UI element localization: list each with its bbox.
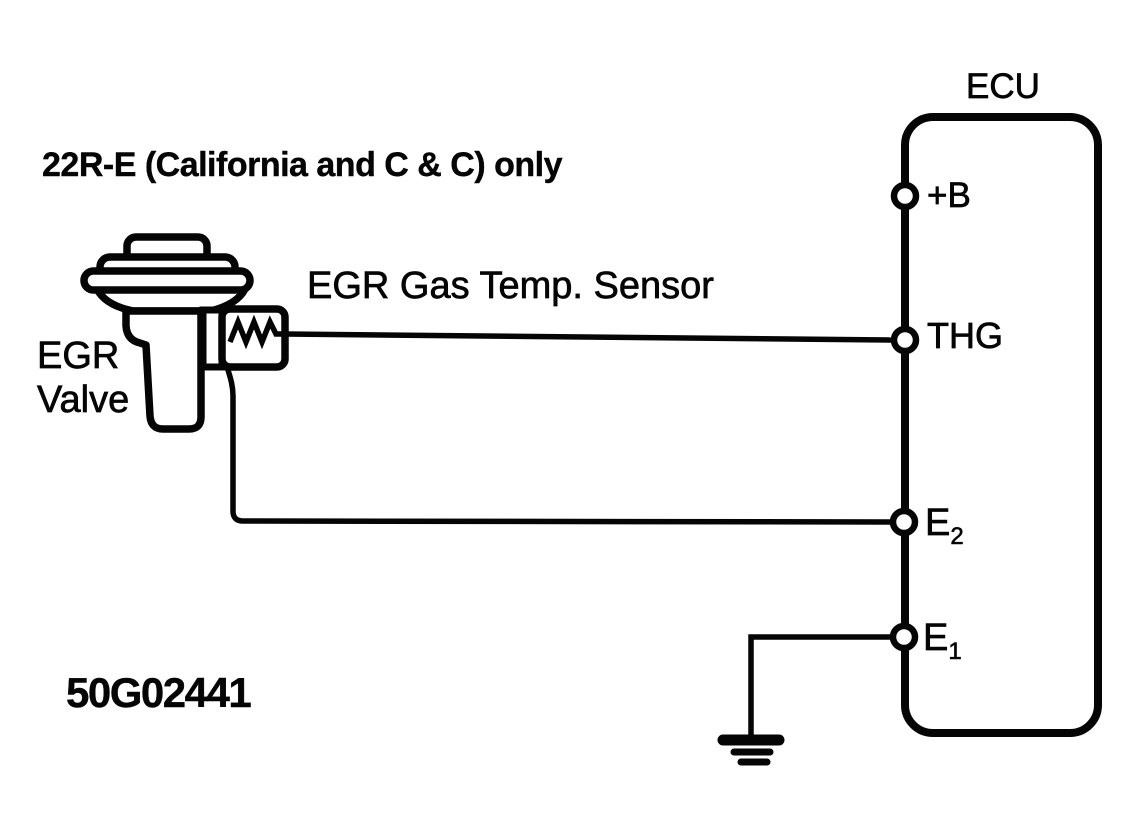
valve-body — [122, 307, 205, 433]
figure-id: 50G02441 — [66, 669, 252, 716]
terminal-label-e2: E2 — [925, 502, 964, 549]
terminal-e1 — [889, 622, 919, 652]
ecu-box — [901, 113, 1102, 737]
variant-note: 22R-E (California and C & C) only — [42, 146, 563, 184]
wire-sensor-to-thg — [283, 331, 895, 343]
egr-valve-label-line1: EGR — [37, 335, 120, 378]
terminal-label-e1-base: E — [923, 617, 949, 659]
wire-sensor-to-e2 — [224, 366, 894, 525]
ecu-title: ECU — [966, 67, 1041, 106]
terminal-label-plus-b: +B — [927, 176, 971, 215]
ground-icon — [717, 734, 785, 766]
terminal-label-thg: THG — [927, 315, 1004, 356]
terminal-plus-b — [890, 181, 920, 211]
terminal-label-e2-subscript: 2 — [950, 523, 964, 550]
egr-valve-label: EGR Valve — [37, 334, 130, 422]
terminal-label-e2-base: E — [925, 502, 951, 544]
ecu-terminals — [889, 181, 920, 652]
sensor-label: EGR Gas Temp. Sensor — [307, 265, 715, 307]
egr-gas-temp-sensor-graphic — [199, 305, 289, 371]
terminal-label-e1: E1 — [923, 617, 962, 664]
egr-valve-graphic — [80, 233, 254, 433]
wire-e1-to-ground — [748, 634, 893, 737]
terminal-e2 — [889, 507, 919, 537]
egr-valve-label-line2: Valve — [37, 379, 130, 422]
terminal-label-e1-subscript: 1 — [948, 638, 962, 665]
resistor-zigzag-icon — [227, 314, 285, 350]
terminal-thg — [890, 325, 920, 355]
valve-flange — [80, 267, 254, 294]
